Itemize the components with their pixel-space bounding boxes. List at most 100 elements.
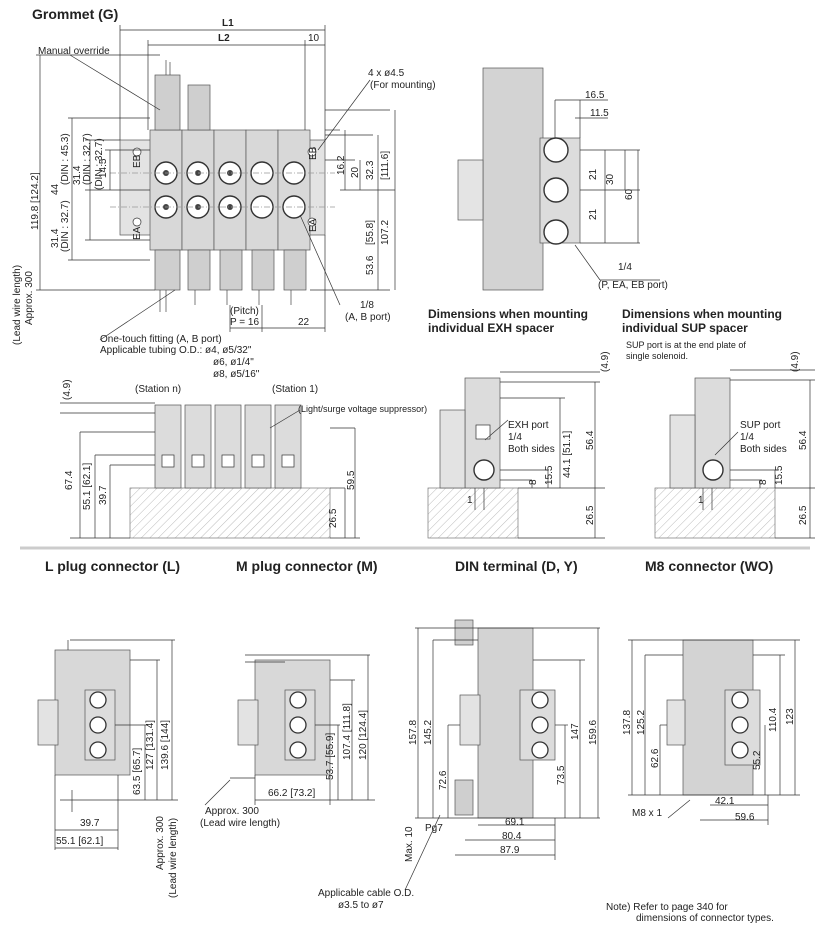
sup-view <box>654 369 815 539</box>
dim-l-127: 127 [131.4] <box>145 719 156 770</box>
dim-111-6: [111.6] <box>380 150 391 180</box>
dim-exh-4-9: (4.9) <box>600 351 611 372</box>
label-p-ea-eb: (P, EA, EB port) <box>598 280 668 291</box>
dim-11-5: 11.5 <box>590 108 609 119</box>
note-line-2: dimensions of connector types. <box>636 913 774 924</box>
label-exh-1-4: 1/4 <box>508 432 522 443</box>
label-station-n: (Station n) <box>135 384 182 395</box>
dim-26-5: 26.5 <box>328 508 339 528</box>
label-sup-1-4: 1/4 <box>740 432 754 443</box>
label-pitch: (Pitch) <box>230 306 259 317</box>
dim-m8-42-1: 42.1 <box>715 796 735 807</box>
label-tubing-2: ø6, ø1/4" <box>213 357 254 368</box>
dim-din-157-8: 157.8 <box>408 719 419 745</box>
title-sup-spacer: Dimensions when mounting individual SUP … <box>622 307 783 335</box>
label-l-lead: (Lead wire length) <box>168 817 179 898</box>
label-m8x1: M8 x 1 <box>632 808 663 819</box>
dim-m8-55-2: 55.2 <box>752 750 763 770</box>
dim-l-55-1: 55.1 [62.1] <box>56 836 104 847</box>
label-m-lead: (Lead wire length) <box>200 818 281 829</box>
dim-16-5: 16.5 <box>585 90 605 101</box>
label-exh-port: EXH port <box>508 420 549 431</box>
label-mounting-holes: 4 x ø4.5 <box>368 68 405 79</box>
dim-m8-125-2: 125.2 <box>636 709 647 735</box>
label-sup-both: Both sides <box>740 444 787 455</box>
label-suppressor: (Light/surge voltage suppressor) <box>298 404 428 414</box>
label-one-touch: One-touch fitting (A, B port) <box>100 334 222 345</box>
dim-din-147: 147 <box>570 723 581 740</box>
title-m8: M8 connector (WO) <box>645 558 774 574</box>
note-line-1: Note) Refer to page 340 for <box>606 902 728 913</box>
dim-exh-26-5: 26.5 <box>585 505 596 525</box>
label-ea-right: EA <box>308 218 319 232</box>
mplug-view <box>204 654 375 806</box>
label-cable-range: ø3.5 to ø7 <box>338 900 384 911</box>
dim-p16: P = 16 <box>230 317 260 328</box>
dim-32-3: 32.3 <box>365 160 376 180</box>
title-grommet: Grommet (G) <box>32 6 119 22</box>
label-sup-note-2: single solenoid. <box>626 351 689 361</box>
dim-l-39-7: 39.7 <box>80 818 100 829</box>
label-pg7: Pg7 <box>425 823 443 834</box>
din-view <box>404 619 600 891</box>
label-sup-port: SUP port <box>740 420 781 431</box>
dim-m8-123: 123 <box>785 708 796 725</box>
title-l-plug: L plug connector (L) <box>45 558 181 574</box>
label-station-1: (Station 1) <box>272 384 319 395</box>
dim-din-145-2: 145.2 <box>423 719 434 745</box>
dim-m-53-7: 53.7 [55.9] <box>325 732 336 780</box>
dim-din-87-9: 87.9 <box>500 845 520 856</box>
dim-10: 10 <box>308 33 320 44</box>
label-tubing: Applicable tubing O.D.: ø4, ø5/32" <box>100 345 252 356</box>
dim-m-66-2: 66.2 [73.2] <box>268 788 316 799</box>
dim-m8-110-4: 110.4 <box>768 707 779 732</box>
dim-m8-137-8: 137.8 <box>622 709 633 735</box>
dim-sup-26-5: 26.5 <box>798 505 809 525</box>
label-for-mounting: (For mounting) <box>370 80 436 91</box>
dim-m-120: 120 [124.4] <box>358 709 369 760</box>
grommet-top-view <box>36 25 396 341</box>
dim-exh-56-4: 56.4 <box>585 430 596 450</box>
dim-14-5: 14.5 <box>98 158 109 178</box>
label-approx-300: Approx. 300 <box>24 271 35 325</box>
dim-din-73-5: 73.5 <box>556 765 567 785</box>
label-ea: EA <box>132 226 143 240</box>
dim-53-6: 53.6 <box>365 255 376 275</box>
side-view <box>457 67 660 291</box>
dim-60: 60 <box>624 188 635 200</box>
dim-din-32-7c: (DIN : 32.7) <box>60 200 71 252</box>
label-port-14: 1/4 <box>618 262 632 273</box>
dim-55-1: 55.1 [62.1] <box>82 462 93 510</box>
front-view <box>60 402 360 539</box>
dim-44: 44 <box>50 183 61 195</box>
label-l-approx: Approx. 300 <box>155 816 166 870</box>
dim-din-45-3: (DIN : 45.3) <box>60 133 71 185</box>
dim-sup-4-9: (4.9) <box>790 351 801 372</box>
label-cable: Applicable cable O.D. <box>318 888 415 899</box>
dim-20: 20 <box>350 166 361 178</box>
exh-view <box>427 371 605 539</box>
dim-din-32-7a: (DIN : 32.7) <box>82 133 93 185</box>
dim-sup-8: 8 <box>758 479 769 485</box>
label-ab-port-size: 1/8 <box>360 300 374 311</box>
dim-m-107-4: 107.4 [111.8] <box>342 703 353 760</box>
dim-l2: L2 <box>218 33 230 44</box>
dim-m8-62-6: 62.6 <box>650 748 661 768</box>
dim-55-8: [55.8] <box>365 219 376 245</box>
dim-21a: 21 <box>588 168 599 180</box>
dim-39-7: 39.7 <box>98 485 109 505</box>
label-eb-right: EB <box>308 146 319 160</box>
dim-l1: L1 <box>222 18 234 29</box>
dim-119-8: 119.8 [124.2] <box>30 172 41 230</box>
dim-m8-59-6: 59.6 <box>735 812 755 823</box>
dim-exh-8: 8 <box>528 479 539 485</box>
label-manual-override: Manual override <box>38 46 110 57</box>
dim-16-2: 16.2 <box>336 155 347 175</box>
label-ab-port: (A, B port) <box>345 312 391 323</box>
title-din: DIN terminal (D, Y) <box>455 558 578 574</box>
label-sup-note-1: SUP port is at the end plate of <box>626 340 746 350</box>
label-exh-both: Both sides <box>508 444 555 455</box>
dim-exh-15-5: 15.5 <box>544 465 555 485</box>
label-tubing-3: ø8, ø5/16" <box>213 369 260 380</box>
